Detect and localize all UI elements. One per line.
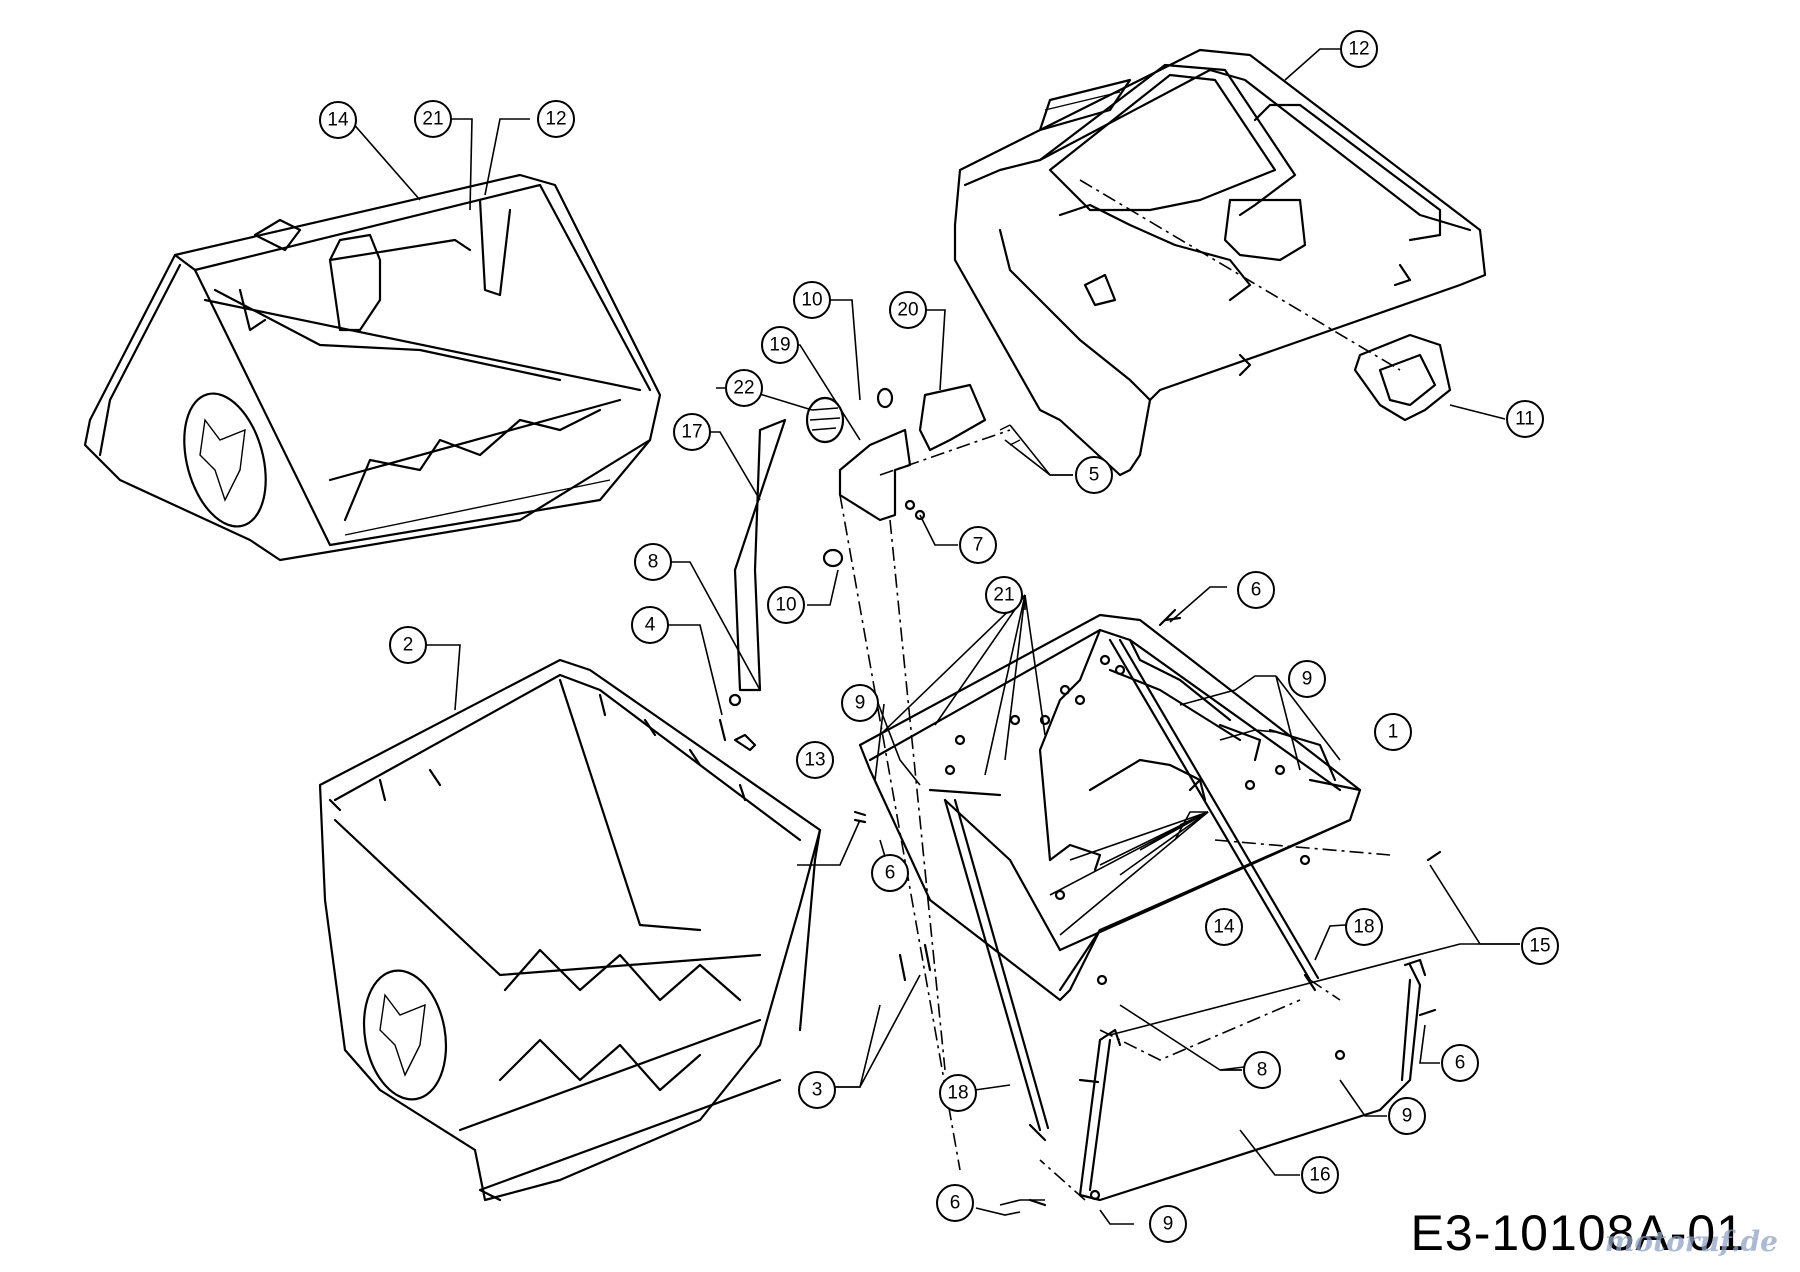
callout-label: 6 <box>885 863 896 884</box>
callout-label: 10 <box>775 595 796 616</box>
leader-lines <box>336 48 1520 1225</box>
callout-9-right-bottom: 9 <box>1388 1097 1426 1135</box>
callout-2: 2 <box>389 626 427 664</box>
callout-21-frame: 21 <box>985 576 1023 614</box>
callout-label: 4 <box>645 615 656 636</box>
callout-3: 3 <box>798 1071 836 1109</box>
callout-4: 4 <box>631 606 669 644</box>
handle-bracket-parts <box>718 383 1021 752</box>
callout-label: 12 <box>1348 39 1369 60</box>
callout-label: 18 <box>1353 917 1374 938</box>
callout-label: 9 <box>1302 669 1313 690</box>
callout-21-top: 21 <box>414 100 452 138</box>
callout-10-upper: 10 <box>793 281 831 319</box>
callout-label: 17 <box>681 422 702 443</box>
callout-17: 17 <box>673 413 711 451</box>
callout-label: 9 <box>1402 1106 1413 1127</box>
callout-label: 10 <box>801 290 822 311</box>
callout-label: 13 <box>804 750 825 771</box>
callout-20: 20 <box>889 291 927 329</box>
callout-label: 1 <box>1388 722 1399 743</box>
drawing-code: E3-10108A-01 <box>1410 1205 1745 1261</box>
callout-9-right-top: 9 <box>1288 660 1326 698</box>
callout-19: 19 <box>761 326 799 364</box>
callout-18-left: 18 <box>939 1074 977 1112</box>
callout-6-left: 6 <box>871 854 909 892</box>
callout-label: 6 <box>1251 580 1262 601</box>
callout-14-frame: 14 <box>1205 908 1243 946</box>
callout-9-left: 9 <box>841 684 879 722</box>
support-rods <box>943 638 1427 1202</box>
callout-label: 15 <box>1529 936 1550 957</box>
callout-label: 14 <box>327 110 349 131</box>
callout-6-right: 6 <box>1441 1044 1479 1082</box>
callout-16: 16 <box>1301 1156 1339 1194</box>
callout-label: 9 <box>1163 1214 1174 1235</box>
callout-8-lower: 8 <box>1243 1051 1281 1089</box>
callout-label: 21 <box>422 109 443 130</box>
callout-label: 21 <box>993 585 1014 606</box>
callout-6-top: 6 <box>1237 571 1275 609</box>
callout-8-upper: 8 <box>634 543 672 581</box>
callout-7: 7 <box>959 526 997 564</box>
assembled-grass-catcher <box>83 173 662 562</box>
callout-label: 14 <box>1213 917 1235 938</box>
callout-22: 22 <box>725 369 763 407</box>
catcher-lid <box>953 48 1487 477</box>
callout-label: 3 <box>812 1080 823 1101</box>
callout-10-lower: 10 <box>767 586 805 624</box>
callout-14-top: 14 <box>319 101 357 139</box>
watermark-logo: motoruf.de <box>1604 1225 1778 1258</box>
callout-9-bottom: 9 <box>1149 1205 1187 1243</box>
callout-12-top-left: 12 <box>537 100 575 138</box>
callout-label: 18 <box>947 1083 968 1104</box>
callout-11: 11 <box>1506 400 1544 438</box>
callout-label: 8 <box>648 552 659 573</box>
callout-label: 12 <box>545 109 566 130</box>
assembly-lines <box>839 179 1401 1201</box>
catcher-frame <box>858 613 1362 1002</box>
callout-12-top-right: 12 <box>1340 30 1378 68</box>
callout-label: 20 <box>897 300 918 321</box>
callout-label: 8 <box>1257 1060 1268 1081</box>
callout-13: 13 <box>796 741 834 779</box>
callout-label: 7 <box>973 535 984 556</box>
callout-label: 6 <box>950 1193 961 1214</box>
callout-label: 5 <box>1089 465 1100 486</box>
catcher-bag <box>318 658 822 1202</box>
callout-18-right: 18 <box>1345 908 1383 946</box>
callout-label: 19 <box>769 335 790 356</box>
callout-label: 9 <box>855 693 866 714</box>
callout-label: 2 <box>403 635 414 656</box>
callout-15: 15 <box>1521 927 1559 965</box>
callout-label: 22 <box>733 378 754 399</box>
handle-insert <box>1353 333 1452 422</box>
callout-5: 5 <box>1075 456 1113 494</box>
callout-label: 11 <box>1515 409 1535 430</box>
callout-6-bottom: 6 <box>936 1184 974 1222</box>
callout-1: 1 <box>1374 713 1412 751</box>
callout-label: 6 <box>1455 1053 1466 1074</box>
callout-label: 16 <box>1309 1165 1330 1186</box>
